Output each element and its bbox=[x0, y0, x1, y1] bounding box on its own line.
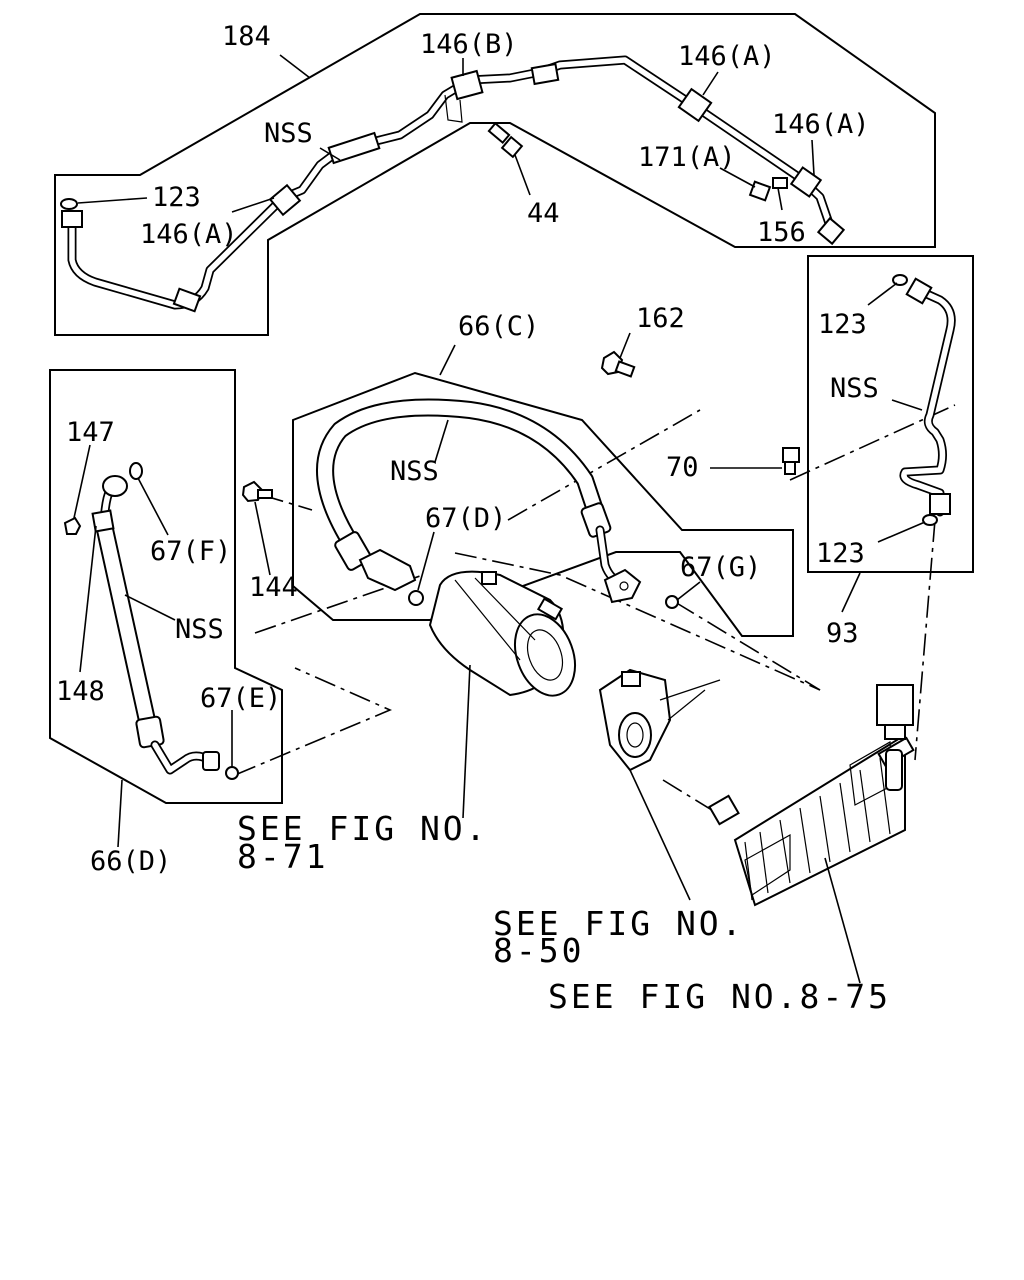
frame-66d-assembly bbox=[49, 369, 283, 804]
pipe-93 bbox=[899, 277, 956, 517]
label-67f: 67(F) bbox=[150, 536, 231, 567]
label-66c: 66(C) bbox=[458, 311, 539, 342]
bolt-70 bbox=[782, 447, 800, 475]
label-67d: 67(D) bbox=[425, 503, 506, 534]
label-67g: 67(G) bbox=[680, 552, 761, 583]
oring-123-top bbox=[60, 198, 78, 210]
part-171a bbox=[748, 180, 772, 202]
condenser bbox=[708, 684, 915, 907]
oring-67f bbox=[129, 462, 143, 480]
label-66d: 66(D) bbox=[90, 846, 171, 877]
pipe-184 bbox=[61, 55, 837, 313]
label-162: 162 bbox=[636, 303, 685, 334]
leader-lines bbox=[73, 54, 926, 984]
label-144: 144 bbox=[249, 572, 298, 603]
ref-fig-8-71-line2: 8-71 bbox=[237, 837, 328, 876]
label-67e: 67(E) bbox=[200, 683, 281, 714]
label-nss-top: NSS bbox=[264, 118, 313, 149]
engine-bracket bbox=[598, 668, 721, 772]
clamp-146b bbox=[444, 69, 484, 123]
ref-fig-8-71-line1: SEE FIG NO. bbox=[237, 809, 489, 848]
label-171a: 171(A) bbox=[638, 142, 736, 173]
label-nss-right: NSS bbox=[830, 373, 879, 404]
frame-184-assembly bbox=[54, 13, 936, 336]
label-146a-right: 146(A) bbox=[772, 109, 870, 140]
ref-fig-8-50-line1: SEE FIG NO. bbox=[493, 904, 745, 943]
label-70: 70 bbox=[666, 452, 699, 483]
label-148: 148 bbox=[56, 676, 105, 707]
label-184: 184 bbox=[222, 21, 271, 52]
clamp-146a-top bbox=[677, 87, 713, 123]
oring-123-right-bottom bbox=[922, 514, 938, 526]
label-146a-top: 146(A) bbox=[678, 41, 776, 72]
ref-fig-8-75: SEE FIG NO.8-75 bbox=[548, 977, 891, 1016]
frame-93-assembly bbox=[807, 255, 974, 573]
clamp-146a-left bbox=[268, 183, 302, 217]
label-123-right-top: 123 bbox=[818, 309, 867, 340]
frame-66c-assembly bbox=[292, 371, 794, 637]
oring-67e bbox=[225, 766, 239, 780]
label-147: 147 bbox=[66, 417, 115, 448]
label-156: 156 bbox=[757, 217, 806, 248]
nut-832 bbox=[816, 216, 846, 246]
label-nss-mid: NSS bbox=[390, 456, 439, 487]
part-156 bbox=[772, 177, 788, 189]
bolt-162 bbox=[600, 350, 636, 378]
centerline-67e bbox=[234, 667, 393, 776]
label-nss-left: NSS bbox=[175, 614, 224, 645]
centerline-93-condenser bbox=[914, 519, 936, 761]
label-44: 44 bbox=[527, 198, 560, 229]
label-123-right-bottom: 123 bbox=[816, 538, 865, 569]
compressor bbox=[428, 570, 576, 697]
centerline-70 bbox=[789, 404, 956, 481]
oring-67g bbox=[665, 595, 679, 609]
bolt-44 bbox=[487, 121, 524, 159]
label-123-top: 123 bbox=[152, 182, 201, 213]
hose-66d bbox=[63, 475, 220, 775]
hose-66c bbox=[316, 398, 642, 604]
ref-fig-8-50-line2: 8-50 bbox=[493, 931, 584, 970]
centerline-compressor-65 bbox=[454, 552, 821, 691]
oring-67d bbox=[408, 590, 424, 606]
clamp-146a-right bbox=[789, 166, 823, 198]
centerline-67g bbox=[674, 601, 821, 691]
label-93: 93 bbox=[826, 618, 859, 649]
bolt-144 bbox=[241, 480, 273, 503]
label-146a-left: 146(A) bbox=[140, 219, 238, 250]
label-146b: 146(B) bbox=[420, 29, 518, 60]
